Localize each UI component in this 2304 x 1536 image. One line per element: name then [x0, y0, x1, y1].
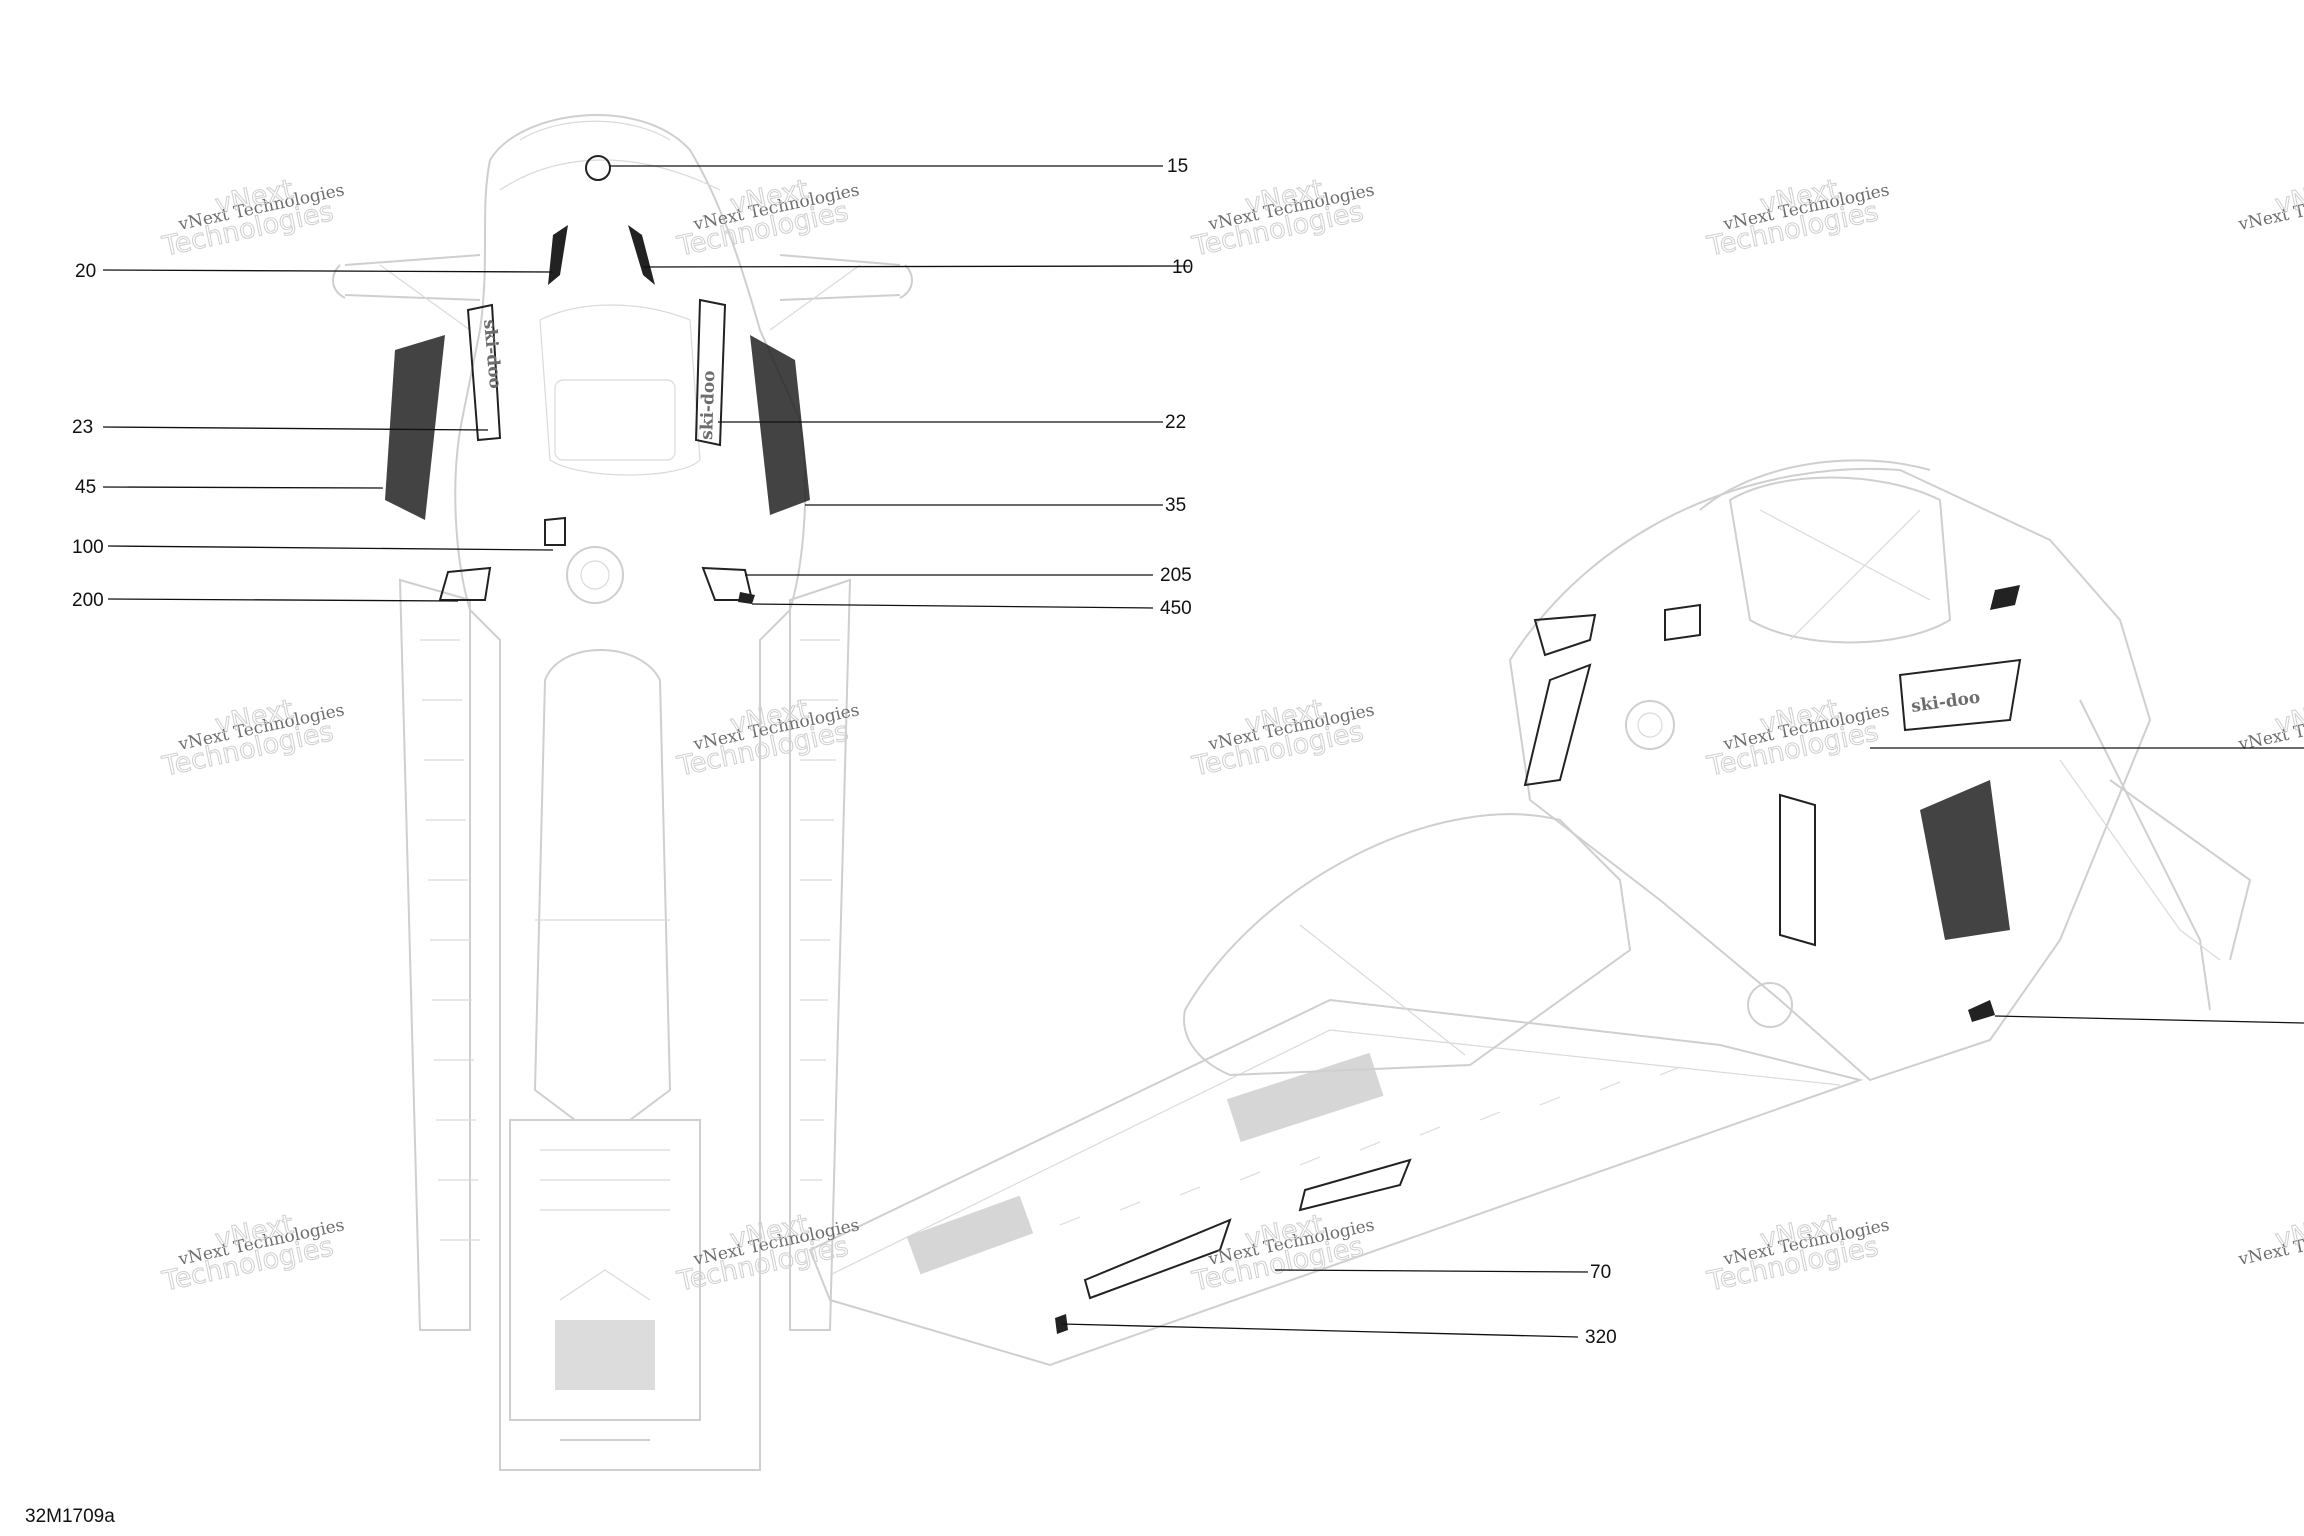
decal-23: [466, 303, 502, 442]
callout-320: 320: [1585, 1327, 1617, 1348]
decal-70: [1083, 1218, 1232, 1300]
decal-100: [544, 516, 566, 546]
leader-23: [102, 426, 489, 431]
leader-320: [1061, 1323, 1579, 1338]
decal-front-lower: [1968, 1000, 1995, 1022]
callout-22: 22: [1165, 412, 1186, 433]
decal-15: [585, 155, 611, 181]
decal-lower-panel: [1779, 793, 1816, 947]
brand-decal-hood: ski-doo: [1910, 687, 1982, 716]
watermarks: vNext Technologies vNext Technologies vN…: [159, 173, 2304, 1298]
decal-450: [738, 592, 755, 604]
leader-70: [1274, 1269, 1589, 1273]
drawing-id: 32M1709a: [25, 1506, 115, 1527]
callout-100: 100: [72, 537, 104, 558]
decal-10: [628, 225, 655, 285]
watermark-text: vNext: [2272, 174, 2304, 221]
watermark-text: vNext: [2272, 1209, 2304, 1256]
decal-center: [1664, 603, 1701, 642]
decal-left-panel: [1533, 613, 1597, 657]
brand-decal-right: ski-doo: [697, 370, 719, 440]
leader-45: [102, 486, 384, 489]
three-quarter-view-snowmobile: ski-doo: [808, 459, 2252, 1367]
decal-320: [1055, 1314, 1068, 1334]
callout-labels: 15 20 10 23 22 45 35 100 205 200 450 70 …: [72, 156, 1617, 1348]
leader-10: [642, 265, 1191, 268]
decal-brand-hood: [1898, 658, 2022, 732]
callout-70: 70: [1590, 1262, 1611, 1283]
callout-45: 45: [75, 477, 96, 498]
decal-200: [438, 566, 492, 601]
callout-20: 20: [75, 261, 96, 282]
leader-200: [107, 598, 459, 602]
decal-22: [694, 298, 727, 447]
decal-front: [1990, 585, 2020, 610]
callout-15: 15: [1167, 156, 1188, 177]
watermark-text: vNext: [2272, 694, 2304, 741]
callout-10: 10: [1172, 257, 1193, 278]
decal-side-graphic: [1920, 780, 2010, 940]
callout-205: 205: [1160, 565, 1192, 586]
decal-45: [385, 335, 445, 520]
decal-tunnel: [1298, 1158, 1412, 1212]
leader-450: [751, 603, 1154, 609]
decal-side-panel: [1523, 663, 1592, 787]
top-view-snowmobile: ski-doo ski-doo: [332, 114, 913, 1471]
callout-35: 35: [1165, 495, 1186, 516]
decal-20: [548, 225, 568, 285]
callout-leaders: [102, 165, 2304, 1338]
callout-200: 200: [72, 590, 104, 611]
callout-450: 450: [1160, 598, 1192, 619]
callout-23: 23: [72, 417, 93, 438]
decal-35: [750, 335, 810, 515]
leader-offpage-lower: [1994, 1015, 2304, 1024]
leader-20: [102, 269, 554, 273]
brand-decal-left: ski-doo: [479, 319, 505, 390]
leader-100: [107, 545, 554, 551]
